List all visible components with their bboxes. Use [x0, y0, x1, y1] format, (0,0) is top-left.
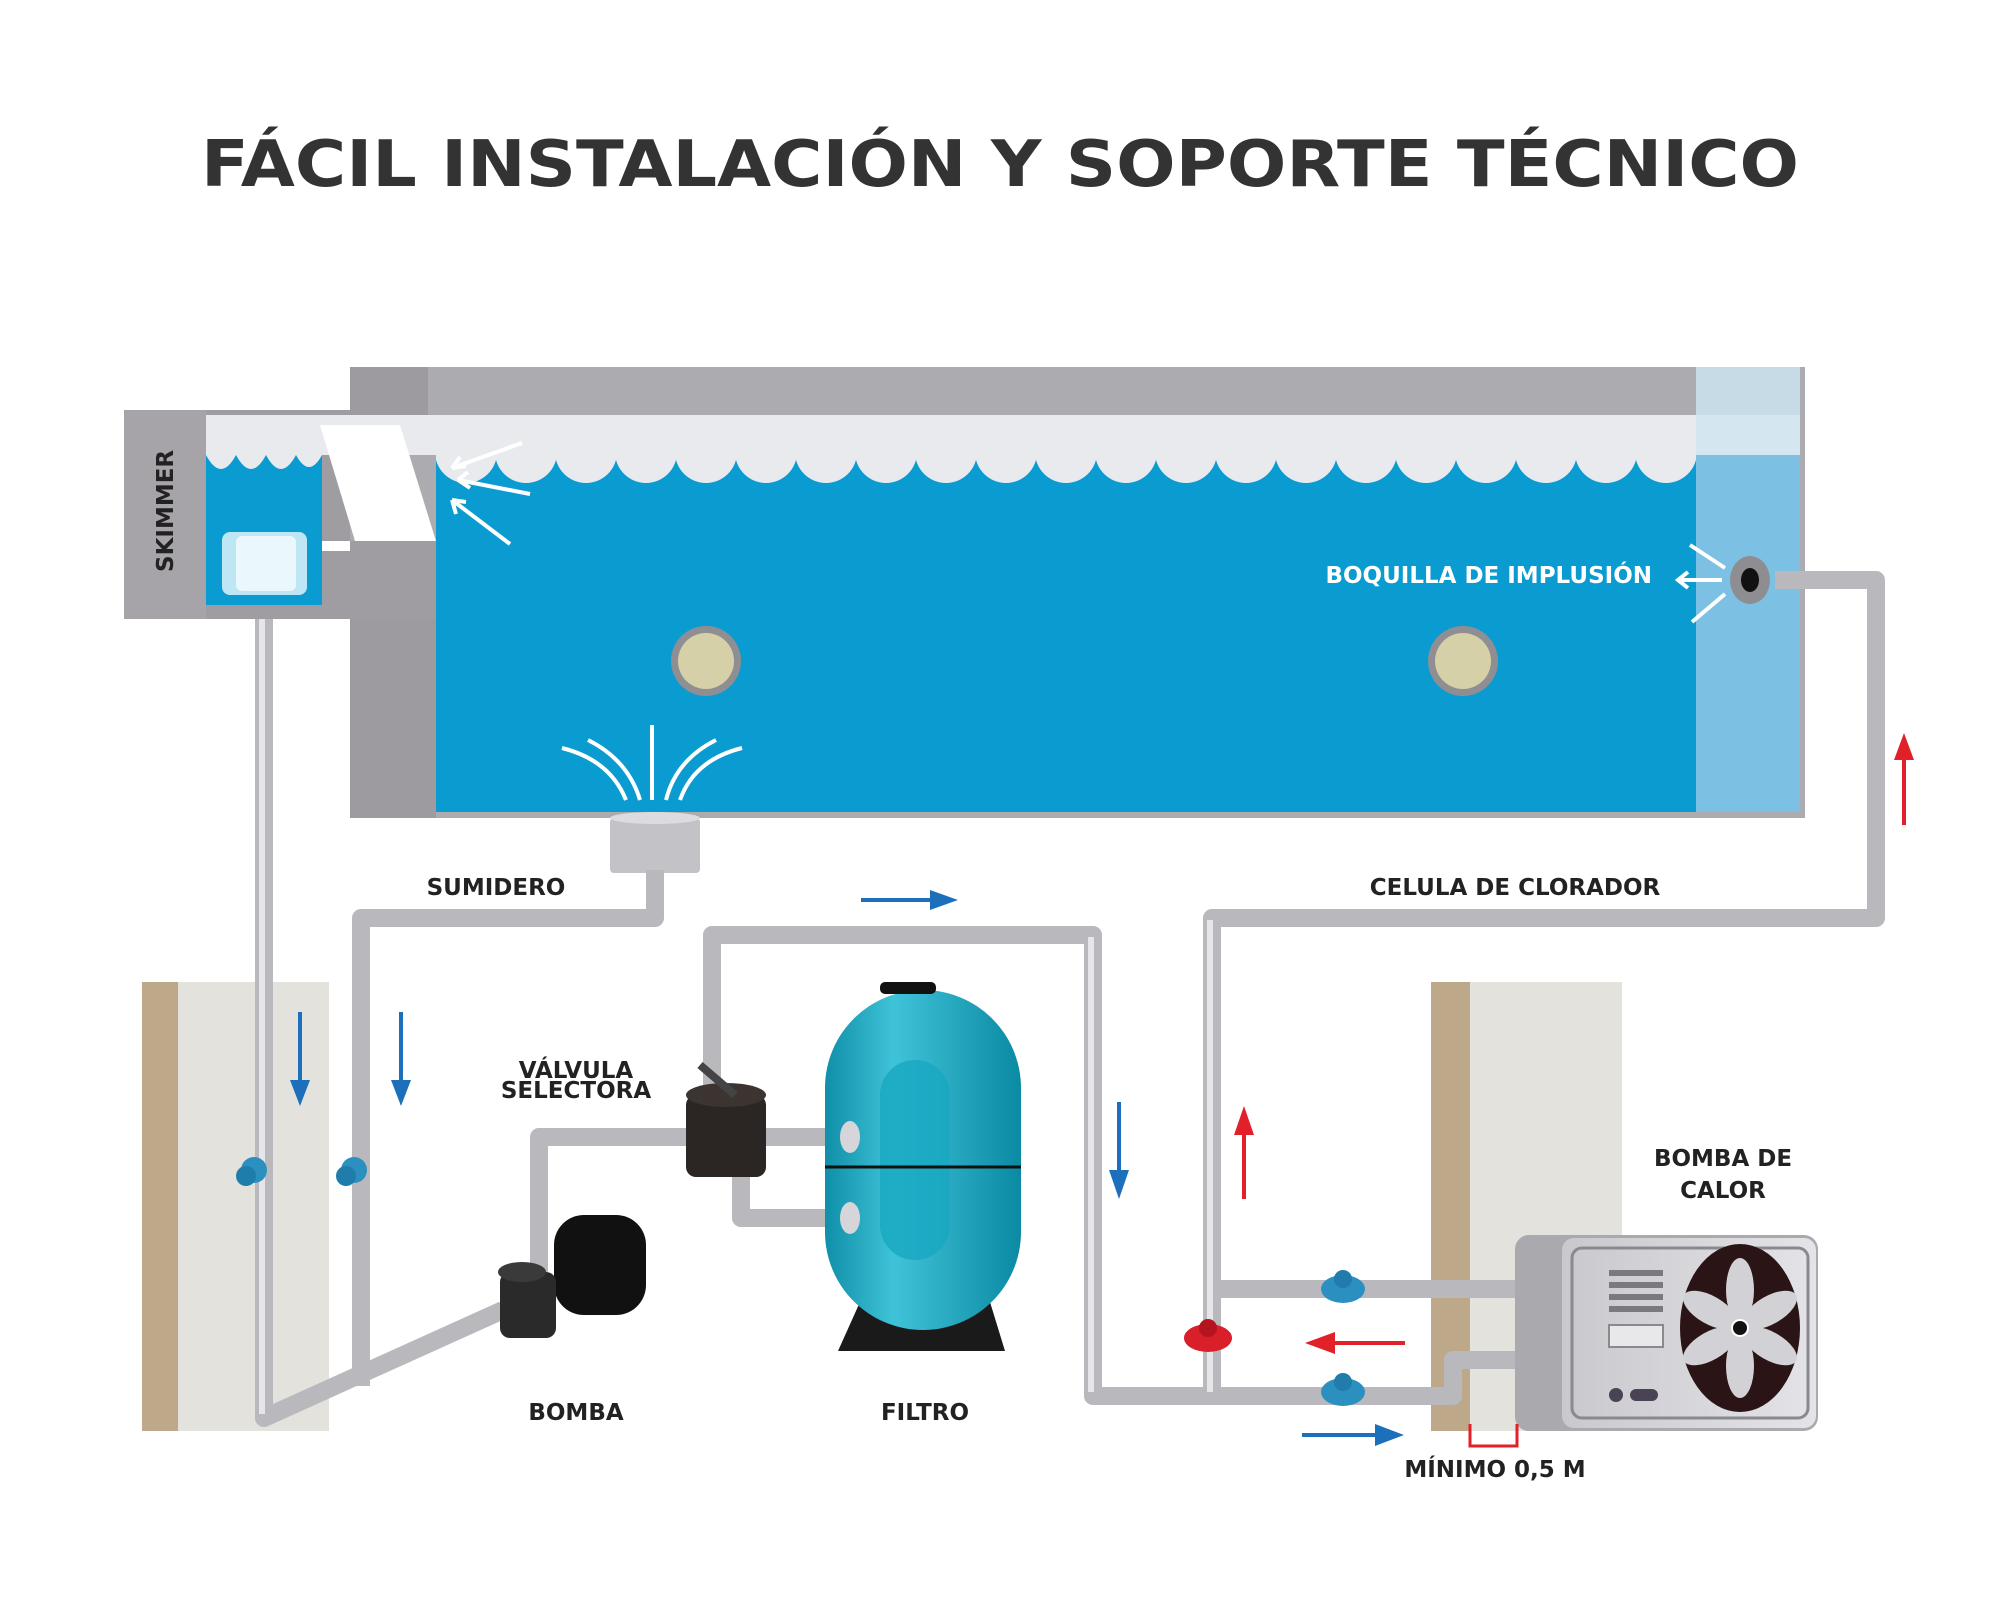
flow-arrow-right-icon: [861, 890, 958, 910]
pool-light-right-icon: [1428, 626, 1498, 696]
pool: SKIMMER BOQUILLA DE IMPLUSIÓN: [124, 367, 1805, 873]
nozzle-label: BOQUILLA DE IMPLUSIÓN: [1325, 561, 1652, 589]
sand-filter: [825, 982, 1021, 1351]
distance-bracket: [1468, 1424, 1519, 1448]
filter-label: FILTRO: [881, 1400, 969, 1426]
selector-valve-label-2: SELECTORA: [501, 1078, 651, 1104]
flow-arrow-up-hot-icon: [1234, 1106, 1254, 1199]
flow-arrow-right-icon: [1302, 1424, 1404, 1446]
pump-label: BOMBA: [528, 1400, 624, 1426]
skimmer-weir: [320, 425, 436, 541]
ball-valve-blue-icon[interactable]: [1321, 1373, 1365, 1406]
ball-valve-blue-icon[interactable]: [236, 1157, 267, 1186]
chlorinator-label: CELULA DE CLORADOR: [1370, 875, 1661, 901]
heat-pump-label-2: CALOR: [1680, 1178, 1766, 1204]
ball-valve-blue-icon[interactable]: [336, 1157, 367, 1186]
pump-motor: [554, 1215, 646, 1315]
pump: [498, 1215, 646, 1338]
pool-light-left-icon: [671, 626, 741, 696]
selector-valve-label-1: VÁLVULA: [519, 1056, 634, 1084]
flow-arrow-down-icon: [290, 1012, 310, 1106]
flow-arrow-down-icon: [1109, 1102, 1129, 1199]
flow-arrow-up-hot-icon: [1894, 733, 1914, 825]
skimmer-inflow-arrows-icon: [450, 441, 531, 546]
drain-sump: [610, 818, 700, 873]
flow-arrow-left-hot-icon: [1305, 1332, 1405, 1354]
ball-valve-red-icon[interactable]: [1184, 1319, 1232, 1352]
heat-pump-label-1: BOMBA DE: [1654, 1146, 1792, 1172]
drain-inflow-arrows-icon: [561, 725, 743, 801]
minimum-distance-label: MÍNIMO 0,5 M: [1404, 1455, 1585, 1483]
heat-pump: [1515, 1235, 1818, 1431]
drain-label: SUMIDERO: [427, 875, 566, 901]
pipes: [255, 571, 1885, 1427]
nozzle-outflow-arrows-icon: [1674, 543, 1727, 624]
page-title: FÁCIL INSTALACIÓN Y SOPORTE TÉCNICO: [201, 126, 1799, 202]
ball-valve-blue-icon[interactable]: [1321, 1270, 1365, 1303]
return-nozzle-icon: [1730, 556, 1770, 604]
skimmer-label: SKIMMER: [153, 450, 179, 572]
selector-valve: [686, 1061, 766, 1177]
flow-arrow-down-icon: [391, 1012, 411, 1106]
